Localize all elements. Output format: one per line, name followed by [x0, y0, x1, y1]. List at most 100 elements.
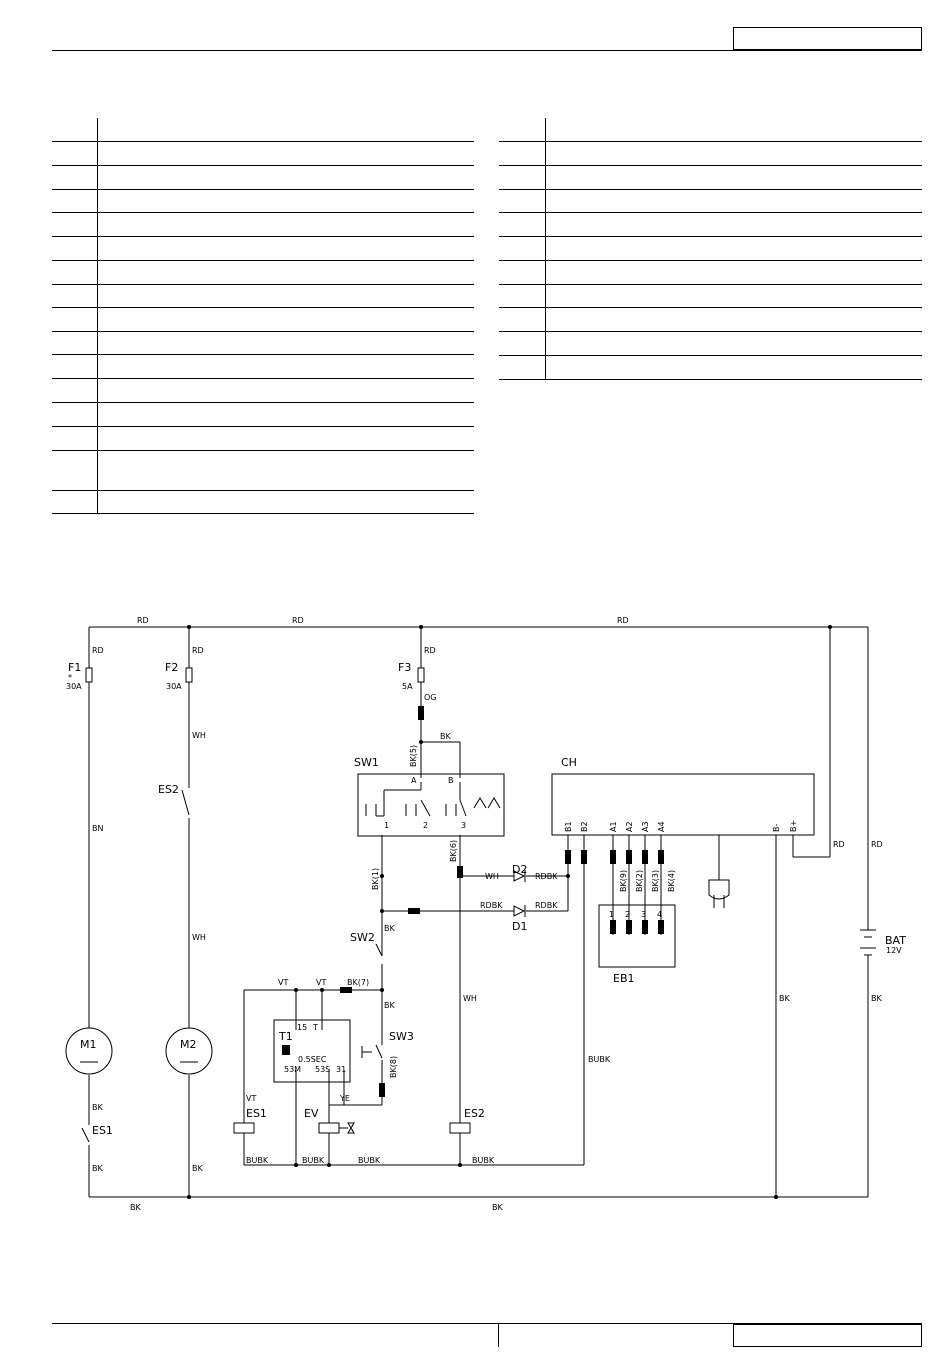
table-row-rule [52, 378, 474, 379]
wire-bubk-4: BUBK [472, 1156, 495, 1165]
label-f1: F1 [68, 661, 81, 674]
table-column-divider [97, 118, 98, 513]
wire-m2-bk: BK [192, 1164, 203, 1173]
label-f3-rating: 5A [402, 682, 413, 691]
sw1-internal-contacts [365, 782, 501, 817]
table-row-rule [499, 189, 922, 190]
t1-terminal-53m: 53M [284, 1065, 301, 1074]
t1-terminal-t: T [312, 1023, 318, 1032]
label-t1: T1 [278, 1030, 293, 1043]
plug-icon [708, 879, 730, 908]
wire-ch-bminus-bk: BK [779, 994, 790, 1003]
wire-vt-left: VT [278, 978, 288, 987]
wire-bottom-bk-2: BK [492, 1203, 503, 1212]
battery-symbol [860, 929, 876, 956]
sw1-terminal-1: 1 [384, 821, 389, 830]
table-row-rule [52, 165, 474, 166]
wire-bk5: BK(5) [409, 745, 418, 767]
sw1-terminal-b: B [448, 776, 454, 785]
wire-bottom-bk-1: BK [130, 1203, 141, 1212]
wire-es2-wh: WH [463, 994, 477, 1003]
table-row-rule [52, 490, 474, 491]
label-bat-rating: 12V [886, 946, 902, 955]
wire-f3-og: OG [424, 693, 437, 702]
wire-d2-wh: WH [485, 872, 499, 881]
label-f1-rating: 30A [66, 682, 82, 691]
table-row-rule [52, 284, 474, 285]
table-row-rule [52, 354, 474, 355]
ch-terminal-a4: A4 [657, 821, 666, 832]
label-m2: M2 [180, 1038, 197, 1051]
wire-ye: YE [339, 1094, 350, 1103]
wire-eb1-bk2: BK(2) [635, 870, 644, 892]
label-es1-bottom: ES1 [246, 1107, 267, 1120]
label-es2-bottom: ES2 [464, 1107, 485, 1120]
coil-es1 [233, 1122, 255, 1134]
table-row-rule [499, 379, 922, 380]
wire-top-rd-2: RD [292, 616, 304, 625]
table-row-rule [52, 307, 474, 308]
wire-d1-rdbk-left: RDBK [480, 901, 503, 910]
eb1-pin-3: 3 [641, 910, 646, 919]
wire-bubk-3: BUBK [358, 1156, 381, 1165]
wire-lines [81, 626, 869, 1198]
connector-pins [187, 625, 832, 1199]
wire-eb1-bk3: BK(3) [651, 870, 660, 892]
ch-terminal-a1: A1 [609, 821, 618, 832]
wire-bubk-1: BUBK [246, 1156, 269, 1165]
table-row-rule [499, 307, 922, 308]
fuse-f3 [417, 667, 425, 683]
sw1-terminal-3: 3 [461, 821, 466, 830]
wire-sw2-bk: BK [384, 924, 395, 933]
label-f1-mark: * [68, 673, 72, 682]
eb1-pin-1: 1 [609, 910, 614, 919]
wire-eb1-bk4: BK(4) [667, 870, 676, 892]
wire-sw1-bk: BK [440, 732, 451, 741]
table-row-rule [52, 426, 474, 427]
table-row-rule [499, 260, 922, 261]
fuse-f2 [185, 667, 193, 683]
coil-symbols [233, 1122, 471, 1134]
label-es2-top: ES2 [158, 783, 179, 796]
wire-f2-wh: WH [192, 731, 206, 740]
wire-f2-rd: RD [192, 646, 204, 655]
wire-m2-wh: WH [192, 933, 206, 942]
diode-symbols [513, 870, 526, 917]
wire-bk7: BK(7) [347, 978, 369, 987]
label-es1-top: ES1 [92, 1124, 113, 1137]
table-row-rule [499, 212, 922, 213]
footer-divider [498, 1323, 499, 1347]
wire-m1-bk-1: BK [92, 1103, 103, 1112]
diode-d2 [513, 870, 526, 882]
wire-vt-right: VT [316, 978, 326, 987]
wire-sw2-bk-lower: BK [384, 1001, 395, 1010]
motor-m2 [165, 1027, 213, 1075]
table-row-rule [52, 513, 474, 514]
label-bat: BAT [885, 934, 906, 947]
header-rule [52, 50, 922, 51]
header-box [733, 27, 922, 50]
wire-top-rd-3: RD [617, 616, 629, 625]
coil-es2 [449, 1122, 471, 1134]
wire-es1-vt: VT [246, 1094, 256, 1103]
footer-box [733, 1324, 922, 1347]
wire-top-rd-1: RD [137, 616, 149, 625]
wire-bk8: BK(8) [389, 1056, 398, 1078]
table-row-rule [499, 141, 922, 142]
label-f3: F3 [398, 661, 411, 674]
wire-eb1-bk9: BK(9) [619, 870, 628, 892]
sw1-terminal-a: A [411, 776, 417, 785]
wire-f1-rd: RD [92, 646, 104, 655]
fuse-f1 [85, 667, 93, 683]
table-row-rule [52, 331, 474, 332]
eb1-pin-2: 2 [625, 910, 630, 919]
fuse-symbols [85, 667, 425, 683]
table-row-rule [499, 236, 922, 237]
ch-terminal-b1: B1 [564, 821, 573, 832]
footer-rule [52, 1323, 922, 1324]
motor-m1 [65, 1027, 113, 1075]
table-row-rule [52, 402, 474, 403]
t1-delay: 0.5SEC [298, 1055, 327, 1064]
wire-bubk-ch: BUBK [588, 1055, 611, 1064]
